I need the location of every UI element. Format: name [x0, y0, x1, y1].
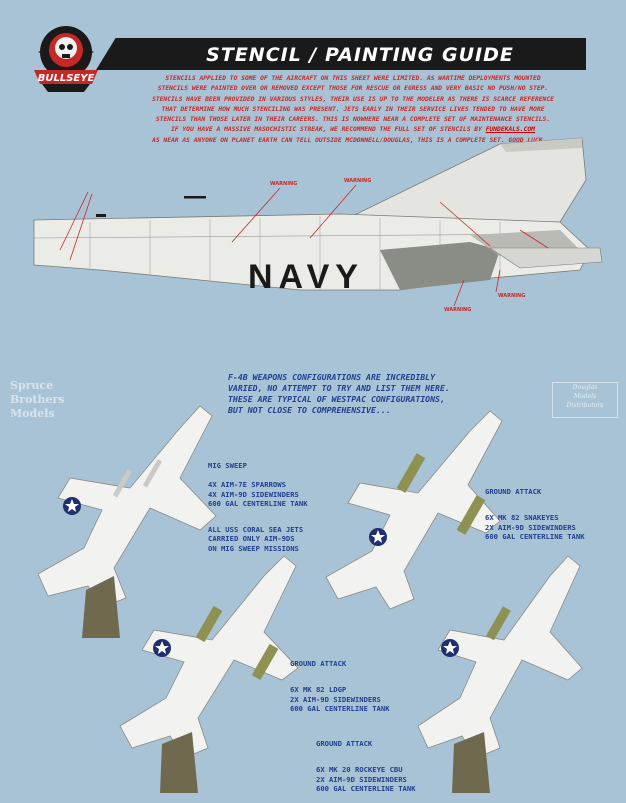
watermark-line: Distributors [566, 402, 604, 409]
intro-line: STENCILS WERE PAINTED OVER OR REMOVED EX… [157, 85, 549, 93]
config-lines: 6X MK 20 ROCKEYE CBU 2X AIM-9D SIDEWINDE… [316, 765, 416, 794]
jet-top-view-1 [37, 405, 217, 638]
config-lines: 4X AIM-7E SPARROWS 4X AIM-9D SIDEWINDERS… [208, 480, 308, 509]
logo-text: BULLSEYE [37, 73, 95, 84]
title-banner [96, 38, 586, 70]
warning-label: WARNING [344, 178, 371, 184]
weapons-note-line: THESE ARE TYPICAL OF WESTPAC CONFIGURATI… [228, 394, 445, 404]
fuselage-navy-text: NAVY [248, 258, 364, 296]
config-ground-attack-3: GROUND ATTACK 6X MK 20 ROCKEYE CBU 2X AI… [316, 730, 416, 803]
config-title: GROUND ATTACK [316, 739, 373, 749]
jet-top-view-2 [325, 410, 503, 610]
watermark-line: Models [10, 407, 55, 420]
intro-line: AS NEAR AS ANYONE ON PLANET EARTH CAN TE… [152, 136, 554, 144]
config-lines: 6X MK 82 LDGP 2X AIM-9D SIDEWINDERS 600 … [290, 685, 390, 714]
jet-top-view-4 [417, 555, 583, 793]
config-title: GROUND ATTACK [485, 487, 542, 497]
warning-label: WARNING [498, 293, 525, 299]
warning-label: WARNING [444, 307, 471, 313]
warning-label: WARNING [270, 181, 297, 187]
distributor-watermark: Douglas Models Distributors [552, 382, 618, 418]
watermark-line: Models [573, 393, 597, 400]
config-ground-attack-1: GROUND ATTACK 6X MK 82 SNAKEYES 2X AIM-9… [485, 478, 585, 551]
config-title: GROUND ATTACK [290, 659, 347, 669]
watermark-line: Spruce [10, 379, 54, 392]
weapons-note-line: BUT NOT CLOSE TO COMPREHENSIVE... [228, 405, 391, 415]
fundekals-link[interactable]: FUNDEKALS.COM [485, 126, 535, 134]
intro-line-text: IF YOU HAVE A MASSIVE MASOCHISTIC STREAK… [171, 126, 482, 134]
side-view-illustration: NAVY WARNING WARNING WARNING WARNING [33, 137, 603, 313]
config-ground-attack-2: GROUND ATTACK 6X MK 82 LDGP 2X AIM-9D SI… [290, 650, 390, 723]
spruce-brothers-watermark: Spruce Brothers Models [10, 379, 72, 423]
watermark-line: Brothers [10, 393, 65, 406]
config-note: ALL USS CORAL SEA JETS CARRIED ONLY AIM-… [208, 524, 304, 553]
weapons-note-line: F-4B WEAPONS CONFIGURATIONS ARE INCREDIB… [228, 372, 436, 382]
config-lines: 6X MK 82 SNAKEYES 2X AIM-9D SIDEWINDERS … [485, 513, 585, 542]
weapons-note-line: VARIED, NO ATTEMPT TO TRY AND LIST THEM … [228, 383, 450, 393]
intro-line: STENCILS THAN THOSE LATER IN THEIR CAREE… [155, 116, 551, 124]
config-title: MIG SWEEP [208, 461, 247, 471]
weapons-note: F-4B WEAPONS CONFIGURATIONS ARE INCREDIB… [228, 372, 468, 416]
intro-text: STENCILS APPLIED TO SOME OF THE AIRCRAFT… [118, 74, 588, 146]
page-title: STENCIL / PAINTING GUIDE [206, 44, 514, 66]
intro-line: STENCILS APPLIED TO SOME OF THE AIRCRAFT… [165, 75, 541, 82]
bullseye-logo [34, 26, 98, 92]
watermark-line: Douglas [572, 384, 598, 391]
intro-line: STENCILS HAVE BEEN PROVIDED IN VARIOUS S… [152, 95, 554, 103]
jet-top-view-3 [119, 555, 299, 793]
config-mig-sweep: MIG SWEEP 4X AIM-7E SPARROWS 4X AIM-9D S… [208, 452, 308, 562]
skull-icon [38, 26, 94, 78]
intro-line: THAT DETERMINE HOW MUCH STENCILING WAS P… [161, 105, 545, 113]
intro-line: IF YOU HAVE A MASSIVE MASOCHISTIC STREAK… [118, 125, 588, 135]
